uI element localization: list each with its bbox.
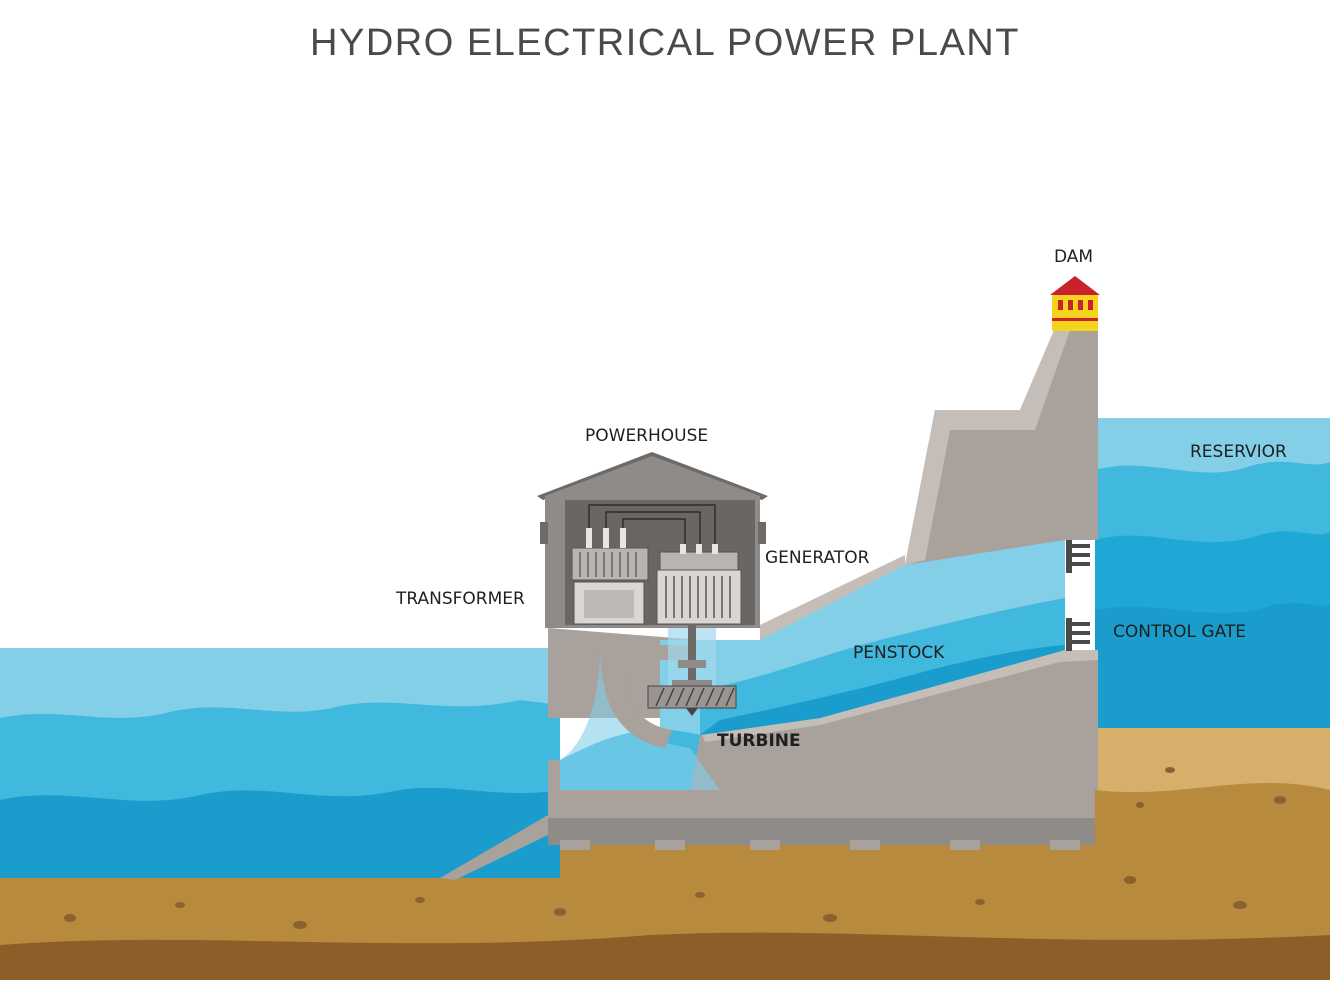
turbine-unit [647, 624, 737, 716]
penstock-water [560, 540, 1065, 790]
label-transformer: TRANSFORMER [396, 589, 525, 609]
soil-deep [0, 932, 1330, 980]
label-powerhouse: POWERHOUSE [585, 426, 709, 446]
label-dam: DAM [1054, 247, 1094, 267]
label-generator: GENERATOR [765, 548, 870, 568]
spillway-ramp [440, 815, 548, 880]
label-penstock: PENSTOCK [853, 643, 945, 663]
control-gates [1066, 540, 1090, 651]
transformer-unit [571, 528, 649, 625]
foundation [440, 790, 1095, 880]
generator-unit [656, 544, 742, 625]
label-turbine: TURBINE [717, 731, 801, 751]
powerhouse-building [537, 452, 768, 628]
label-control-gate: CONTROL GATE [1113, 622, 1247, 642]
soil-pebbles [64, 767, 1286, 929]
label-reservoir: RESERVIOR [1190, 442, 1287, 462]
page-title: HYDRO ELECTRICAL POWER PLANT [310, 22, 1020, 64]
river-left [0, 648, 560, 878]
reservoir-water [1095, 418, 1330, 728]
draft-tube [602, 645, 690, 748]
dam-tower [1050, 276, 1100, 331]
